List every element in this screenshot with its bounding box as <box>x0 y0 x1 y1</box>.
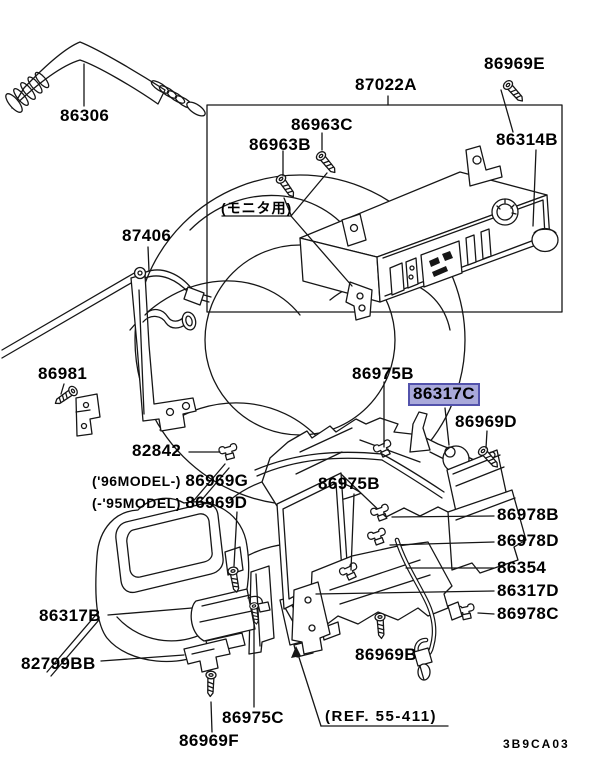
bracket-86981-drawing <box>51 384 101 437</box>
part-label-86969D-1[interactable]: 86969D <box>455 412 517 431</box>
hose-drawing <box>5 41 206 117</box>
part-label-86317B[interactable]: 86317B <box>39 606 101 625</box>
part-label-86975C[interactable]: 86975C <box>222 708 284 727</box>
part-label-86963C[interactable]: 86963C <box>291 115 353 134</box>
part-label-86978B[interactable]: 86978B <box>497 505 559 524</box>
part-label-86969G[interactable]: 86969G <box>185 471 249 490</box>
part-label-86306[interactable]: 86306 <box>60 106 110 125</box>
part-label-86317D[interactable]: 86317D <box>497 581 559 600</box>
part-label-86317C-selected[interactable]: 86317C <box>408 383 480 406</box>
part-label-86978D[interactable]: 86978D <box>497 531 559 550</box>
bracket-87406-drawing <box>130 266 212 432</box>
part-label-86354[interactable]: 86354 <box>497 558 547 577</box>
diagram-code: 3B9CA03 <box>503 737 570 751</box>
part-label-86975B-1[interactable]: 86975B <box>352 364 414 383</box>
model-96-prefix: ('96MODEL-) <box>92 473 181 489</box>
ref-note: (REF. 55-411) <box>325 708 438 725</box>
part-label-86969D-row[interactable]: (-'95MODEL) 86969D <box>92 493 247 513</box>
part-label-86969E[interactable]: 86969E <box>484 54 546 73</box>
control-unit-group <box>206 104 563 321</box>
part-label-86975B-2[interactable]: 86975B <box>318 474 380 493</box>
part-label-86314B[interactable]: 86314B <box>496 130 558 149</box>
part-label-86969F[interactable]: 86969F <box>179 731 240 750</box>
part-label-86969B[interactable]: 86969B <box>355 645 417 664</box>
part-label-82842[interactable]: 82842 <box>132 441 182 460</box>
part-label-86963B[interactable]: 86963B <box>249 135 311 154</box>
part-label-86969D-2[interactable]: 86969D <box>185 493 248 512</box>
monitor-note: (モニタ用) <box>221 200 293 216</box>
leader-lines <box>60 63 537 733</box>
part-label-87406[interactable]: 87406 <box>122 226 172 245</box>
part-label-86978C[interactable]: 86978C <box>497 604 559 623</box>
part-label-82799BB[interactable]: 82799BB <box>21 654 96 673</box>
part-label-86969G-row[interactable]: ('96MODEL-) 86969G <box>92 471 248 491</box>
part-label-87022A[interactable]: 87022A <box>355 75 417 94</box>
model-95-prefix: (-'95MODEL) <box>92 495 181 511</box>
part-label-86981[interactable]: 86981 <box>38 364 88 383</box>
